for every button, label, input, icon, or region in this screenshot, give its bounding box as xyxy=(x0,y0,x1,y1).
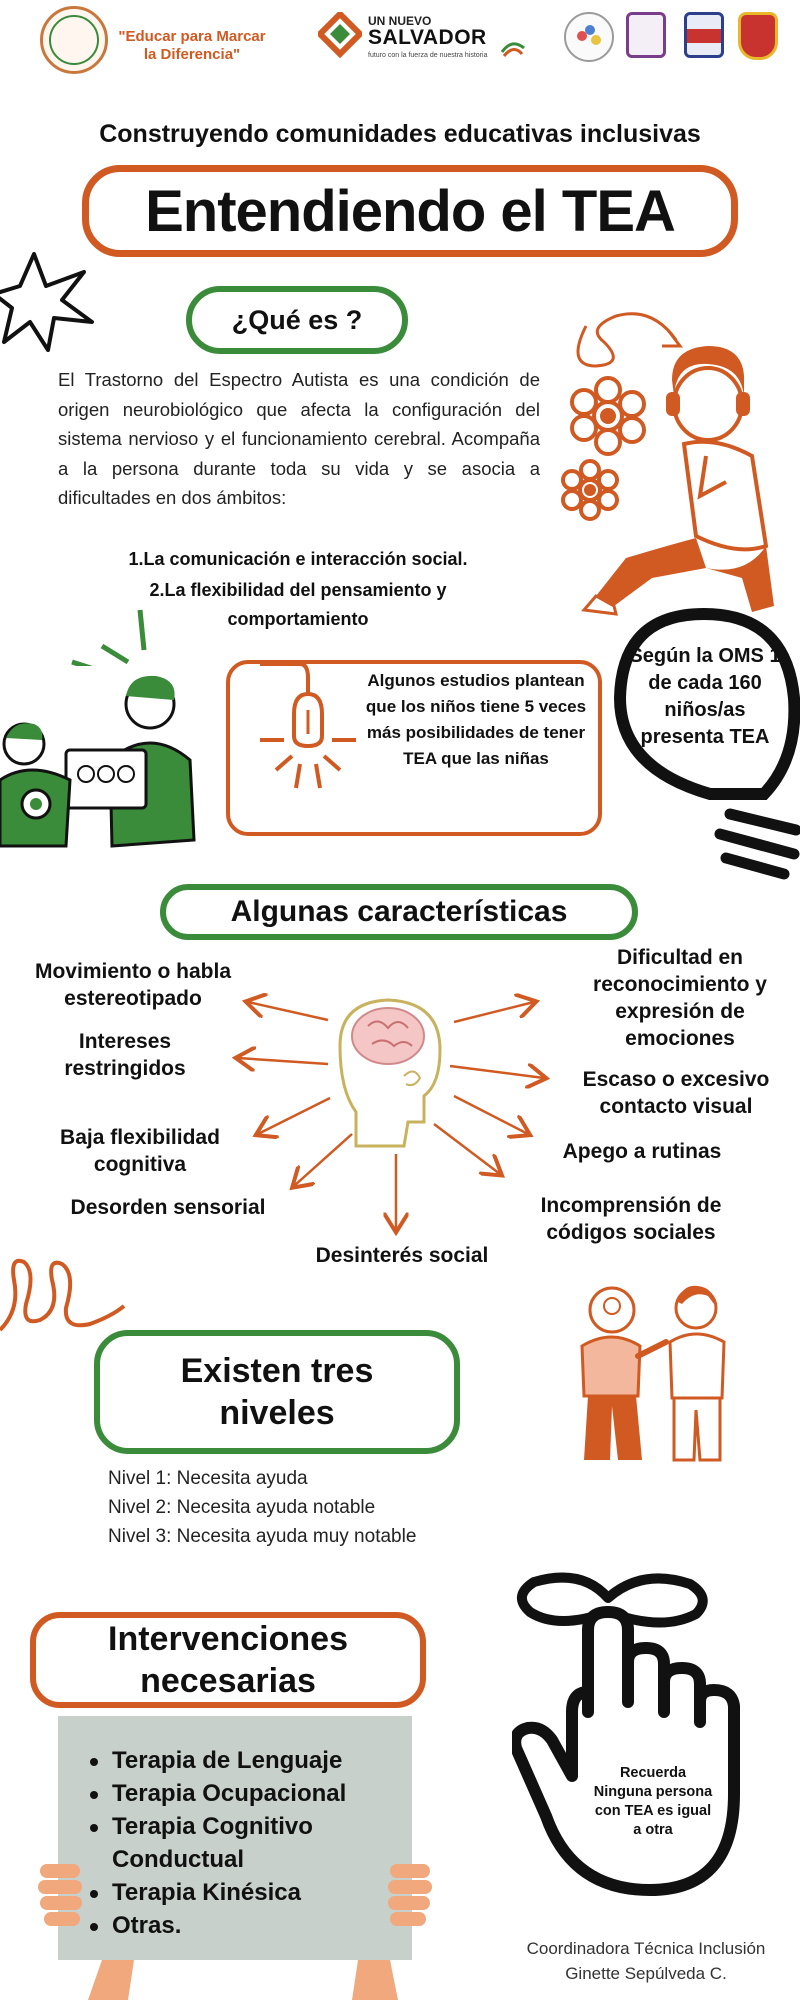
nivel-1: Nivel 1: Necesita ayuda xyxy=(108,1468,308,1489)
brain-arrows-diagram xyxy=(228,986,568,1246)
page-title: Entendiendo el TEA xyxy=(145,178,676,244)
char-routine-attachment: Apego a rutinas xyxy=(562,1140,722,1163)
institution-logo-1 xyxy=(564,12,614,62)
school-seal-logo xyxy=(40,6,108,74)
study-text: Algunos estudios plantean que los niños … xyxy=(365,671,587,768)
footer-name: Ginette Sepúlveda C. xyxy=(565,1964,727,1983)
char-eye-contact: Escaso o excesivo contacto visual xyxy=(582,1068,770,1118)
study-card xyxy=(226,660,602,836)
title-frame: Entendiendo el TEA xyxy=(82,165,738,257)
starburst-decoration-icon xyxy=(0,252,94,352)
nivel-3: Nivel 3: Necesita ayuda muy notable xyxy=(108,1526,417,1547)
two-people-talking-illustration xyxy=(580,1285,726,1462)
therapy-list: Terapia de Lenguaje Terapia Ocupacional … xyxy=(90,1744,390,1942)
char-restricted-interests: Intereses restringidos xyxy=(64,1030,186,1080)
diamond-logo-icon xyxy=(318,12,362,58)
interventions-heading: Intervenciones necesarias xyxy=(108,1620,348,1700)
char-social-disinterest: Desinterés social xyxy=(315,1244,489,1267)
char-low-flexibility: Baja flexibilidad cognitiva xyxy=(60,1126,220,1176)
char-sensory-disorder: Desorden sensorial xyxy=(70,1196,266,1219)
girl-with-headphones-illustration xyxy=(561,312,774,616)
hand-with-string-icon xyxy=(512,1572,740,1896)
sparkle-lines-icon xyxy=(71,609,147,666)
left-hand-icon xyxy=(38,1864,82,1926)
therapy-item: Terapia de Lenguaje xyxy=(90,1744,390,1777)
reminder-text: Recuerda Ninguna persona con TEA es igua… xyxy=(593,1765,713,1838)
loop-doodle-icon xyxy=(0,1258,126,1332)
domain-item-1: 1.La comunicación e interacción social. xyxy=(128,549,468,569)
big-lightbulb-icon xyxy=(614,608,800,880)
brand-sub: futuro con la fuerza de nuestra historia xyxy=(368,52,488,59)
therapy-board xyxy=(58,1716,412,1960)
definition-paragraph: El Trastorno del Espectro Autista es una… xyxy=(58,369,540,508)
que-es-heading: ¿Qué es ? xyxy=(186,286,408,354)
motto-text: "Educar para Marcar la Diferencia" xyxy=(118,28,266,63)
char-social-codes: Incomprensión de códigos sociales xyxy=(540,1194,722,1244)
institution-crest-4 xyxy=(738,12,778,60)
nivel-2: Nivel 2: Necesita ayuda notable xyxy=(108,1497,376,1518)
municipality-logo: UN NUEVO SALVADOR futuro con la fuerza d… xyxy=(318,10,528,66)
arms-icon xyxy=(88,1960,398,2000)
niveles-frame: Existen tres niveles xyxy=(94,1330,460,1454)
institution-crest-3 xyxy=(684,12,724,58)
brand-top: UN NUEVO xyxy=(368,14,432,28)
therapy-item: Terapia Kinésica xyxy=(90,1876,390,1909)
domain-item-2: 2.La flexibilidad del pensamiento y comp… xyxy=(149,580,447,629)
footer-role: Coordinadora Técnica Inclusión xyxy=(526,1939,766,1958)
oms-statistic: Según la OMS 1 de cada 160 niños/as pres… xyxy=(629,645,781,748)
right-hand-icon xyxy=(388,1864,432,1926)
people-with-emoji-board-illustration xyxy=(0,675,196,848)
char-stereotyped-movement: Movimiento o habla estereotipado xyxy=(34,960,231,1010)
institution-crest-2 xyxy=(626,12,666,58)
page-subtitle: Construyendo comunidades educativas incl… xyxy=(99,120,701,148)
therapy-item: Terapia Ocupacional xyxy=(90,1777,390,1810)
brand-main: SALVADOR xyxy=(368,26,487,49)
char-emotion-recognition: Dificultad en reconocimiento y expresión… xyxy=(593,946,767,1050)
lightbulb-icon xyxy=(260,662,356,789)
interventions-frame: Intervenciones necesarias xyxy=(30,1612,426,1708)
characteristics-heading: Algunas características xyxy=(160,884,638,940)
niveles-heading: Existen tres niveles xyxy=(180,1352,374,1432)
swirl-icon xyxy=(500,42,525,57)
therapy-item: Terapia Cognitivo Conductual xyxy=(90,1810,390,1876)
therapy-item: Otras. xyxy=(90,1909,390,1942)
